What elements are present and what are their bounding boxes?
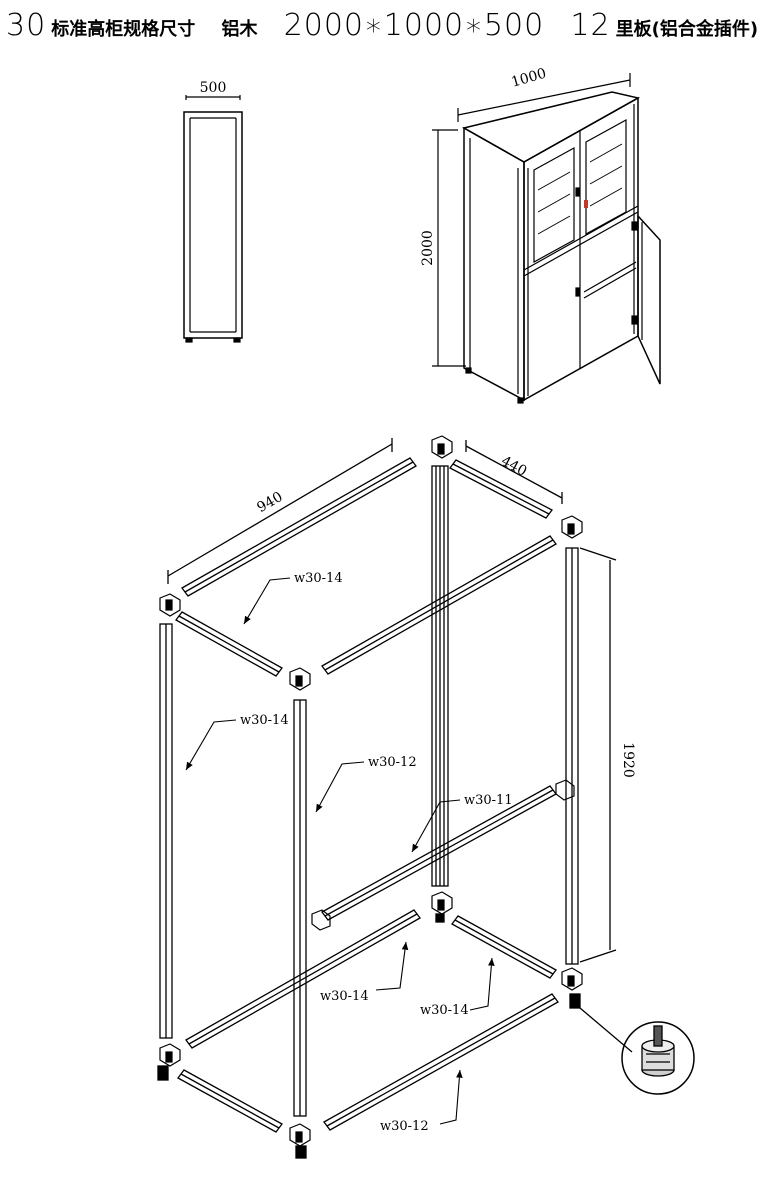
foot-detail-callout (579, 1007, 695, 1095)
callout-top-side-rail: w30-14 (294, 571, 343, 586)
side-view-dimension: 500 (185, 80, 241, 100)
top-front-rail (321, 535, 557, 675)
post-height-label: 1920 (620, 742, 636, 778)
title-inner-panel: 里板(铝合金插件) (615, 19, 759, 40)
title-thickness: 12 (570, 8, 611, 43)
callout-left-post: w30-14 (240, 713, 289, 728)
adjustable-feet (157, 913, 581, 1159)
side-width-label: 500 (200, 80, 227, 96)
cabinet-dimension-height: 2000 (420, 129, 466, 367)
cabinet-width-label: 1000 (510, 66, 549, 91)
left-back-post (159, 623, 173, 1039)
front-left-post (293, 699, 307, 1117)
bottom-left-side-rail (177, 1069, 283, 1133)
top-back-rail (181, 457, 417, 597)
cabinet-iso-view: 1000 2000 (420, 66, 661, 404)
title-description: 标准高柜规格尺寸 (51, 19, 196, 40)
corner-connectors (159, 435, 583, 1147)
middle-back-rail (321, 785, 557, 921)
callout-bottom-mid-rail: w30-14 (320, 989, 369, 1004)
top-long-length-label: 940 (254, 489, 285, 516)
cabinet-height-label: 2000 (420, 230, 436, 266)
dim-1920: 1920 (579, 547, 636, 963)
bottom-right-side-rail (451, 915, 557, 979)
top-left-side-rail (175, 611, 283, 677)
title-dimensions: 2000∗1000∗500 (283, 8, 545, 43)
right-front-post (565, 547, 579, 965)
center-post (431, 465, 449, 887)
title-material: 铝木 (221, 19, 258, 40)
callout-leaders (185, 577, 495, 1125)
callout-center-post: w30-11 (464, 793, 513, 808)
top-right-rail (449, 459, 553, 519)
side-view: 500 (183, 80, 243, 343)
page-title: 30 标准高柜规格尺寸 铝木 2000∗1000∗500 12 里板(铝合金插件… (6, 8, 776, 48)
title-series: 30 (6, 8, 47, 43)
bottom-front-rail (323, 993, 559, 1131)
callout-bottom-front-rail: w30-12 (380, 1119, 429, 1134)
callout-front-post: w30-12 (368, 755, 417, 770)
dim-940: 940 (167, 438, 393, 584)
top-short-length-label: 440 (498, 453, 529, 480)
exploded-view: 940 440 (157, 435, 695, 1159)
callout-bottom-side-rail: w30-14 (420, 1003, 469, 1018)
bottom-back-rail (185, 909, 421, 1049)
